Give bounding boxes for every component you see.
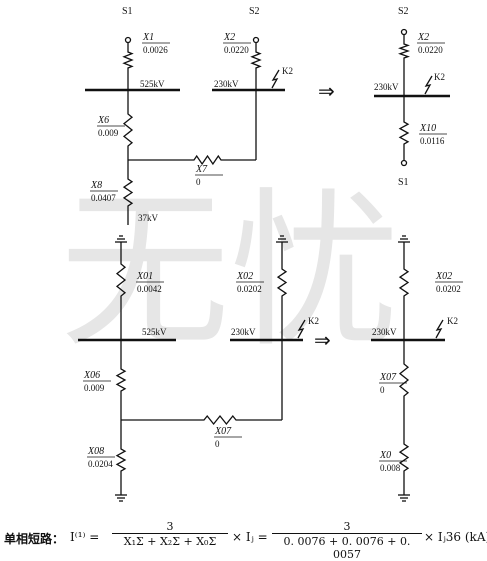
- reactance-x08: [115, 445, 127, 475]
- right-fault-0-k2-label: K2: [447, 316, 458, 326]
- arrow-bottom: ⇒: [314, 330, 331, 352]
- fraction-2-denominator: 0. 0076 + 0. 0076 + 0. 0057: [272, 533, 422, 561]
- right-x2-value: 0.0220: [418, 45, 443, 55]
- x8-value: 0.0407: [91, 193, 116, 203]
- x6-value: 0.009: [98, 128, 119, 138]
- x02-name: X02: [236, 271, 253, 282]
- bus-37kv-label: 37kV: [138, 213, 159, 223]
- reactance-x2: [250, 48, 262, 72]
- right-source-s1: [400, 159, 408, 167]
- x8-name: X8: [90, 180, 102, 191]
- right-fault-k2-label: K2: [434, 72, 445, 82]
- watermark: 无忧: [60, 173, 400, 371]
- reactance-x8: [122, 175, 134, 210]
- fault-k2-label: K2: [282, 66, 293, 76]
- fault-0-k2-label: K2: [308, 316, 319, 326]
- right-x2-name: X2: [417, 32, 429, 43]
- arrow-top: ⇒: [318, 81, 335, 103]
- right-bus-230kv-label: 230kV: [374, 82, 399, 92]
- reactance-x02: [276, 265, 288, 300]
- x0s-value: 0.008: [380, 463, 401, 473]
- right-x07-name: X07: [379, 372, 397, 383]
- right-source-s1-label: S1: [398, 177, 409, 188]
- x7-name: X7: [195, 164, 208, 175]
- x07-name: X07: [214, 426, 232, 437]
- x1-name: X1: [142, 32, 154, 43]
- x10-name: X10: [419, 123, 436, 134]
- source-s2: [252, 36, 260, 44]
- fault-0-k2: [297, 319, 306, 339]
- right-fault-k2: [424, 75, 433, 95]
- bus-0-525kv-label: 525kV: [142, 327, 167, 337]
- reactance-x0s: [398, 440, 410, 475]
- right-x07-value: 0: [380, 385, 385, 395]
- x06-name: X06: [83, 370, 100, 381]
- reactance-x7: [190, 154, 225, 166]
- x2-value: 0.0220: [224, 45, 249, 55]
- formula-lead: 单相短路：: [4, 532, 65, 546]
- x1-value: 0.0026: [143, 45, 168, 55]
- right-reactance-x2: [398, 40, 410, 62]
- bus-0-230kv-label: 230kV: [231, 327, 256, 337]
- right-fault-0-k2: [435, 319, 444, 339]
- x06-value: 0.009: [84, 383, 105, 393]
- right-reactance-x07: [398, 360, 410, 400]
- source-s1-label: S1: [122, 6, 133, 17]
- reactance-x1: [122, 48, 134, 72]
- reactance-x01: [115, 260, 127, 300]
- x6-name: X6: [97, 115, 109, 126]
- right-source-s2-label: S2: [398, 6, 409, 17]
- formula: 单相短路： I⁽¹⁾ = 3 X₁Σ + X₂Σ + X₀Σ × Iⱼ = 3 …: [4, 520, 487, 561]
- right-reactance-x02: [398, 265, 410, 300]
- x08-value: 0.0204: [88, 459, 113, 469]
- reactance-x06: [115, 365, 127, 395]
- fault-k2: [271, 69, 280, 89]
- formula-fraction-1: 3 X₁Σ + X₂Σ + X₀Σ: [112, 520, 228, 548]
- reactance-x6: [122, 110, 134, 150]
- x01-value: 0.0042: [137, 284, 162, 294]
- x10-value: 0.0116: [420, 136, 445, 146]
- x01-name: X01: [136, 271, 153, 282]
- fraction-2-numerator: 3: [343, 520, 351, 533]
- right-source-s2: [400, 28, 408, 36]
- formula-mid: × Iⱼ =: [232, 530, 268, 544]
- reactance-x07: [200, 414, 240, 426]
- x02-value: 0.0202: [237, 284, 262, 294]
- right-x02-value: 0.0202: [436, 284, 461, 294]
- reactance-x10: [398, 118, 410, 148]
- right-bus-0-230kv-label: 230kV: [372, 327, 397, 337]
- x07-value: 0: [215, 439, 220, 449]
- x08-name: X08: [87, 446, 104, 457]
- fraction-1-numerator: 3: [166, 520, 174, 533]
- x0s-name: X0: [379, 450, 391, 461]
- bus-525kv-label: 525kV: [140, 79, 165, 89]
- x2-name: X2: [223, 32, 235, 43]
- source-s1: [124, 36, 132, 44]
- x7-value: 0: [196, 177, 201, 187]
- source-s2-label: S2: [249, 6, 260, 17]
- formula-lhs: I⁽¹⁾ =: [70, 530, 100, 544]
- right-x02-name: X02: [435, 271, 452, 282]
- bus-230kv-label: 230kV: [214, 79, 239, 89]
- formula-tail: × Iⱼ36 (kA): [424, 530, 487, 544]
- fraction-1-denominator: X₁Σ + X₂Σ + X₀Σ: [112, 533, 228, 548]
